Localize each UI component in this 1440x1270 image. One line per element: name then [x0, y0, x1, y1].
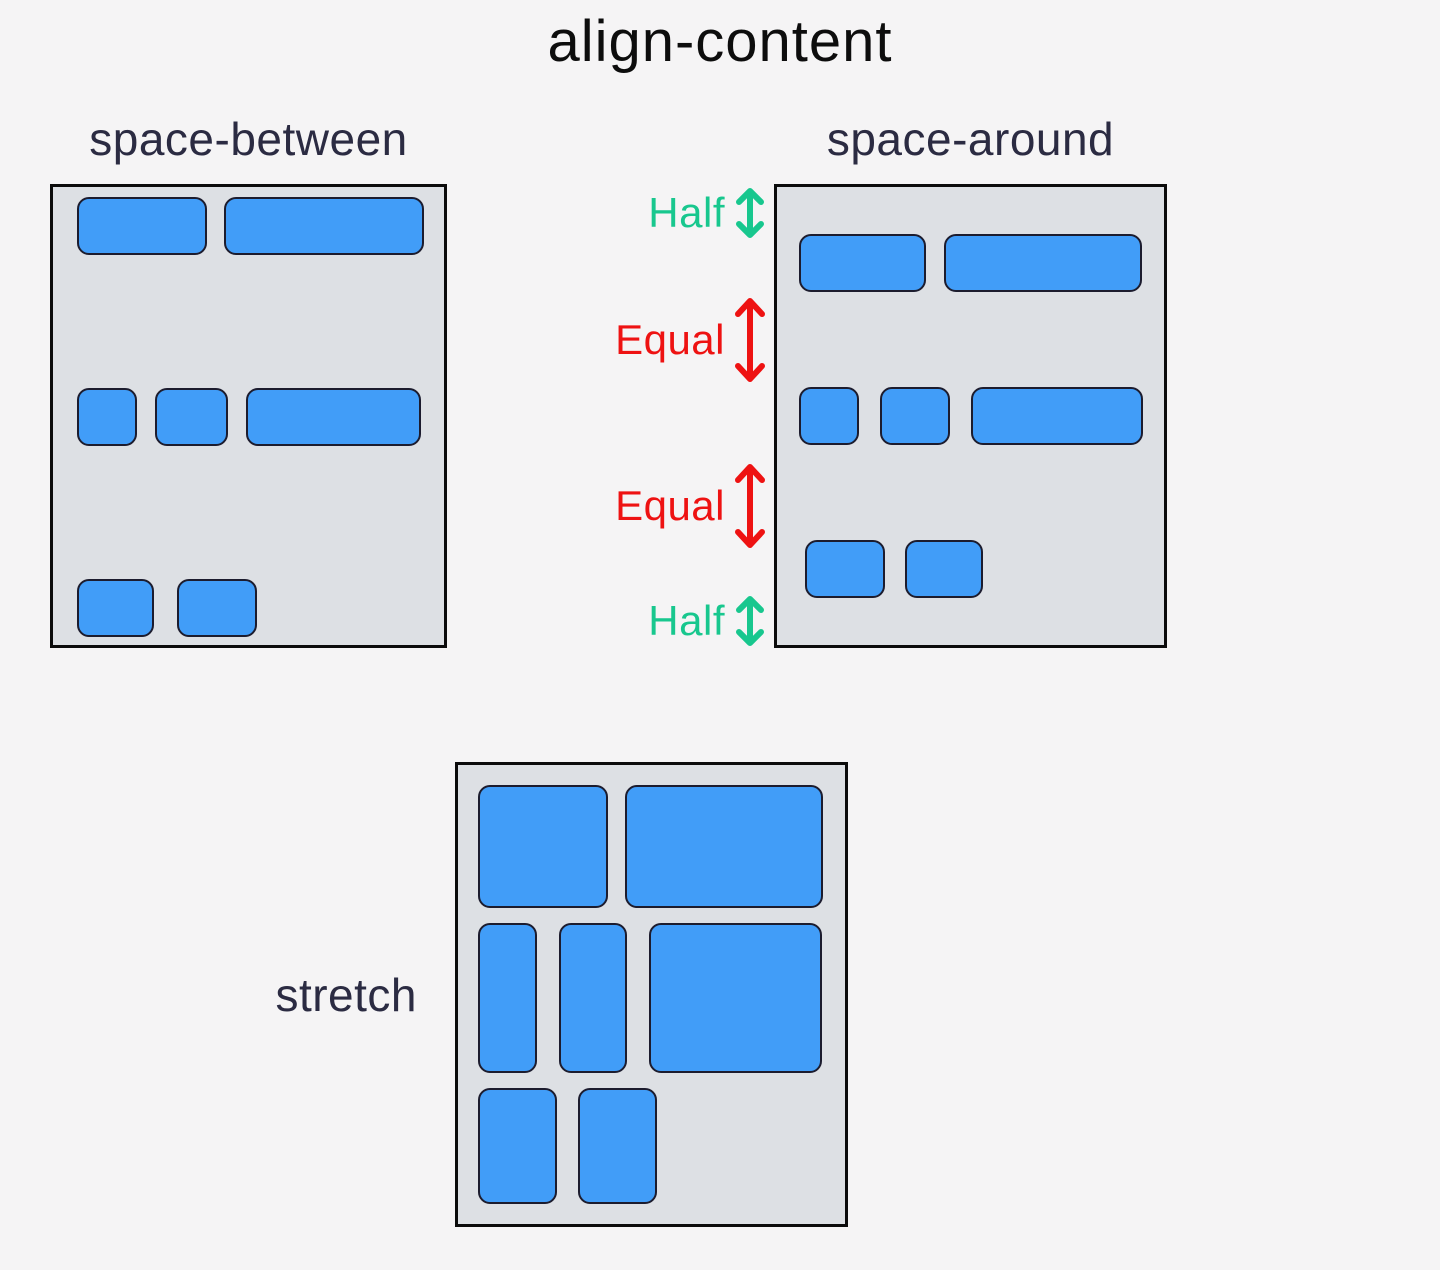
stretch-container: [455, 762, 848, 1227]
flex-row: [478, 1088, 825, 1204]
annotation-label: Equal: [615, 316, 725, 363]
space-around-label: space-around: [826, 113, 1115, 165]
flex-item: [805, 539, 885, 598]
annotation-label: Equal: [615, 482, 725, 529]
flex-item: [77, 388, 137, 446]
flex-item: [625, 785, 823, 908]
flex-row: [77, 197, 426, 255]
flex-item: [578, 1088, 657, 1204]
flex-item: [880, 386, 950, 445]
flex-item: [224, 197, 424, 255]
half-gap-arrow-icon: [736, 596, 764, 646]
flex-item: [177, 579, 257, 637]
equal-gap-arrow-icon: [735, 298, 765, 382]
flex-row: [478, 785, 825, 908]
annotation-equal-top: Equal: [615, 295, 767, 385]
page-title: align-content: [547, 9, 893, 74]
flex-item: [478, 1088, 557, 1204]
flex-row: [77, 388, 426, 446]
stretch-label: stretch: [275, 969, 417, 1021]
flex-item: [905, 539, 983, 598]
annotation-label: Half: [648, 189, 725, 236]
annotation-equal-bottom: Equal: [615, 461, 767, 551]
space-around-container: [774, 184, 1167, 648]
half-gap-arrow-icon: [736, 188, 764, 238]
flex-row: [77, 579, 426, 637]
equal-gap-arrow-icon: [735, 464, 765, 548]
annotation-label: Half: [648, 597, 725, 644]
flex-row: [799, 386, 1146, 445]
flex-item: [155, 388, 228, 446]
flex-item: [971, 386, 1143, 445]
annotation-half-top: Half: [648, 186, 767, 240]
flex-item: [649, 923, 822, 1073]
flex-row: [478, 923, 825, 1073]
flex-item: [478, 923, 537, 1073]
flex-item: [799, 386, 859, 445]
flex-item: [944, 234, 1142, 293]
flex-item: [77, 197, 207, 255]
flex-item: [77, 579, 154, 637]
annotation-half-bottom: Half: [648, 592, 767, 650]
space-between-container: [50, 184, 447, 648]
flex-item: [478, 785, 608, 908]
flex-item: [559, 923, 627, 1073]
space-between-label: space-between: [89, 113, 408, 165]
flex-item: [246, 388, 421, 446]
flex-row: [799, 234, 1146, 293]
flex-row: [799, 539, 1146, 598]
flex-item: [799, 234, 926, 293]
